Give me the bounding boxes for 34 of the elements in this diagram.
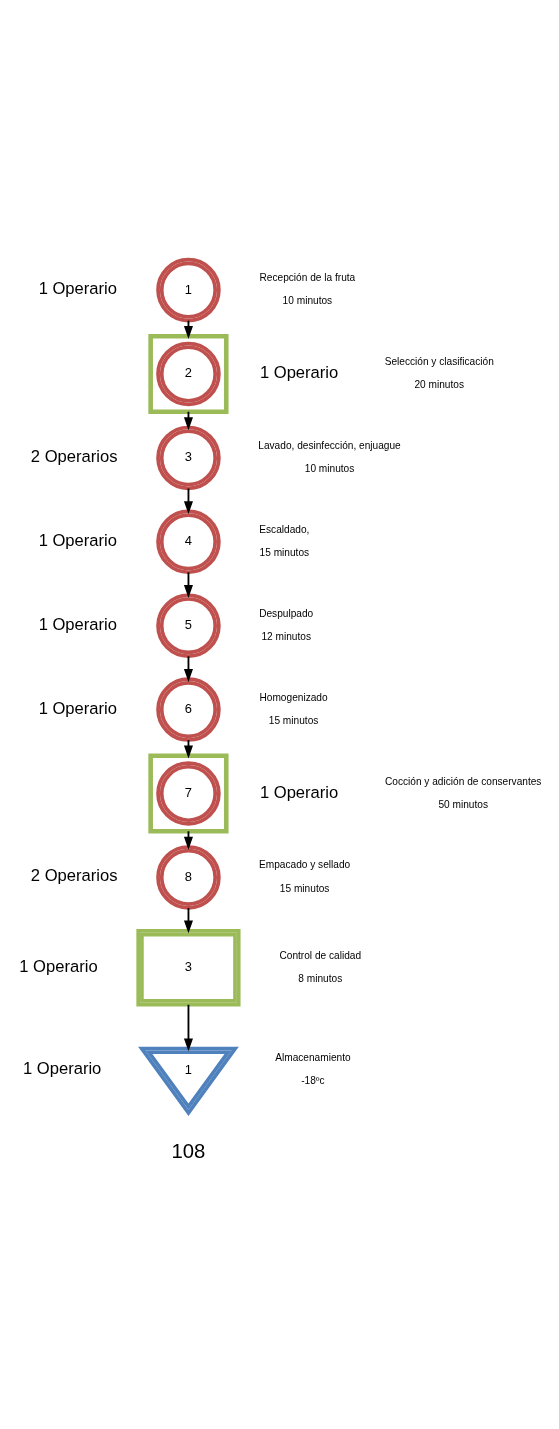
node-label: 15 minutos [279, 882, 330, 894]
node-label: 15 minutos [259, 546, 310, 558]
node-label: 10 minutos [304, 463, 355, 475]
node-label: Homogenizado [259, 691, 328, 703]
node-label: Selección y clasificación [384, 356, 494, 368]
node-label: 1 Operario [38, 698, 117, 718]
node-label: Control de calidad [279, 949, 362, 961]
node-label: Almacenamiento [275, 1052, 351, 1064]
node-label: 15 minutos [268, 714, 319, 726]
cluster [148, 753, 229, 834]
node-label: 10 minutos [282, 295, 333, 307]
node-label: 2 Operarios [30, 446, 118, 466]
node-label: Recepción de la fruta [259, 272, 356, 284]
label: 108 [171, 1139, 206, 1162]
node-label: 1 Operario [259, 782, 339, 802]
node-label: 2 Operarios [30, 866, 118, 886]
node-label: 20 minutos [414, 379, 464, 391]
node-label: Despulpado [259, 607, 314, 619]
node-label: 1 Operario [38, 279, 117, 299]
node-label: 8 minutos [298, 972, 343, 984]
node-label: 1 Operario [259, 363, 339, 383]
node-label: 1 Operario [19, 956, 98, 976]
node-label: Escaldado, [259, 523, 310, 535]
cluster [148, 333, 229, 415]
node-label: Cocción y adición de conservantes [384, 775, 542, 787]
node-label: -18ºc [301, 1075, 325, 1087]
node-label: 12 minutos [261, 630, 311, 642]
node-label: Lavado, desinfección, enjuague [258, 439, 401, 451]
arrow [183, 1003, 193, 1052]
node-label: Empacado y sellado [259, 859, 351, 871]
node-label: 50 minutos [438, 798, 488, 810]
node-label: 1 Operario [38, 530, 117, 550]
node-label: 1 Operario [22, 1059, 102, 1079]
node-label: 1 Operario [38, 614, 117, 634]
